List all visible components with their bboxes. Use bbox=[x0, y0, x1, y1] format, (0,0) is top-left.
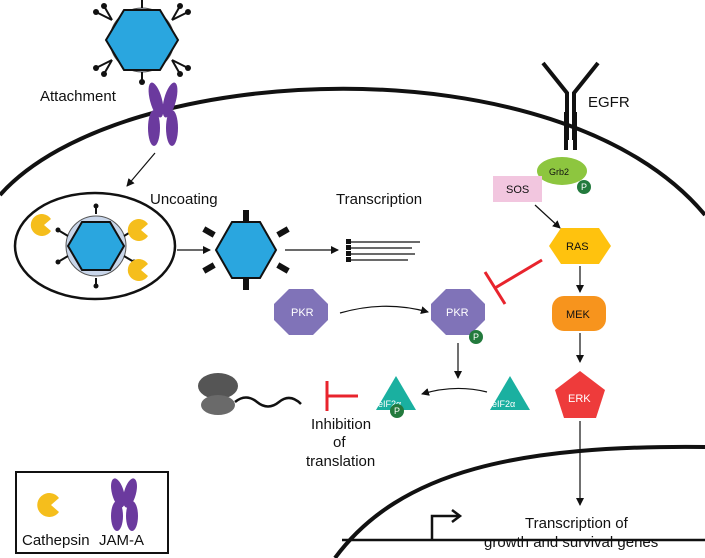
label-sos: SOS bbox=[506, 184, 529, 196]
legend-cathepsin-icon bbox=[37, 493, 59, 517]
pkr-phospho-label: P bbox=[473, 332, 479, 342]
grb2-phospho bbox=[577, 180, 591, 194]
transcript-caps bbox=[346, 239, 351, 262]
legend: Cathepsin JAM-A bbox=[15, 471, 169, 554]
eif2a-phospho-node bbox=[376, 376, 416, 410]
label-inhibition-3: translation bbox=[306, 453, 375, 470]
label-grb2: Grb2 bbox=[549, 167, 569, 177]
label-erk: ERK bbox=[568, 393, 591, 405]
eif2a-phospho-label: P bbox=[394, 406, 400, 416]
virus-attaching bbox=[93, 0, 191, 85]
label-inhibition-2: of bbox=[333, 434, 346, 451]
label-inhibition-1: Inhibition bbox=[311, 416, 371, 433]
ras-node bbox=[549, 228, 611, 264]
viral-transcripts bbox=[350, 241, 420, 261]
pkr-phospho-mark bbox=[469, 330, 483, 344]
sos-node bbox=[493, 176, 542, 202]
translation-inhibition-bar bbox=[325, 381, 358, 411]
nuclear-membrane bbox=[333, 444, 705, 558]
gene-promoter-icon bbox=[342, 509, 705, 542]
eif2a-node bbox=[490, 376, 530, 410]
pkr-node bbox=[274, 289, 328, 335]
cathepsin-enzymes bbox=[30, 214, 148, 281]
label-uncoating: Uncoating bbox=[150, 191, 218, 208]
label-transcription-genes-2: growth and survival genes bbox=[484, 534, 658, 551]
cell-membrane bbox=[0, 86, 705, 217]
grb2-phospho-label: P bbox=[581, 182, 587, 192]
ribosome-icon bbox=[198, 373, 302, 415]
label-mek: MEK bbox=[566, 309, 591, 321]
ras-inhibits-pkr bbox=[483, 258, 543, 305]
viral-core bbox=[202, 210, 290, 290]
eif2a-phospho-mark bbox=[390, 404, 404, 418]
erk-node bbox=[555, 371, 605, 418]
grb2-node bbox=[537, 157, 587, 185]
arrow-sos-ras bbox=[534, 204, 561, 229]
label-ras: RAS bbox=[566, 241, 589, 253]
legend-jam-a-icon bbox=[111, 478, 125, 508]
label-transcription-genes-1: Transcription of bbox=[525, 515, 629, 532]
egfr-receptor bbox=[541, 61, 600, 150]
mek-node bbox=[552, 296, 606, 331]
legend-jam-a-label: JAM-A bbox=[99, 532, 144, 549]
pkr-phospho-node bbox=[431, 289, 485, 335]
endosome bbox=[13, 191, 177, 301]
label-pkr: PKR bbox=[291, 307, 314, 319]
label-transcription: Transcription bbox=[336, 191, 422, 208]
arrow-pkr-activation bbox=[339, 305, 429, 314]
label-attachment: Attachment bbox=[40, 88, 117, 105]
label-eif2a: eIF2α bbox=[492, 399, 515, 409]
jam-a-receptor bbox=[148, 82, 178, 146]
label-eif2a-phospho: eIF2α bbox=[378, 399, 401, 409]
label-pkr-phospho: PKR bbox=[446, 307, 469, 319]
arrow-eif2a-phospho bbox=[421, 387, 488, 396]
legend-cathepsin-label: Cathepsin bbox=[22, 532, 90, 549]
label-egfr: EGFR bbox=[588, 94, 630, 111]
arrow-to-endosome bbox=[126, 152, 156, 187]
